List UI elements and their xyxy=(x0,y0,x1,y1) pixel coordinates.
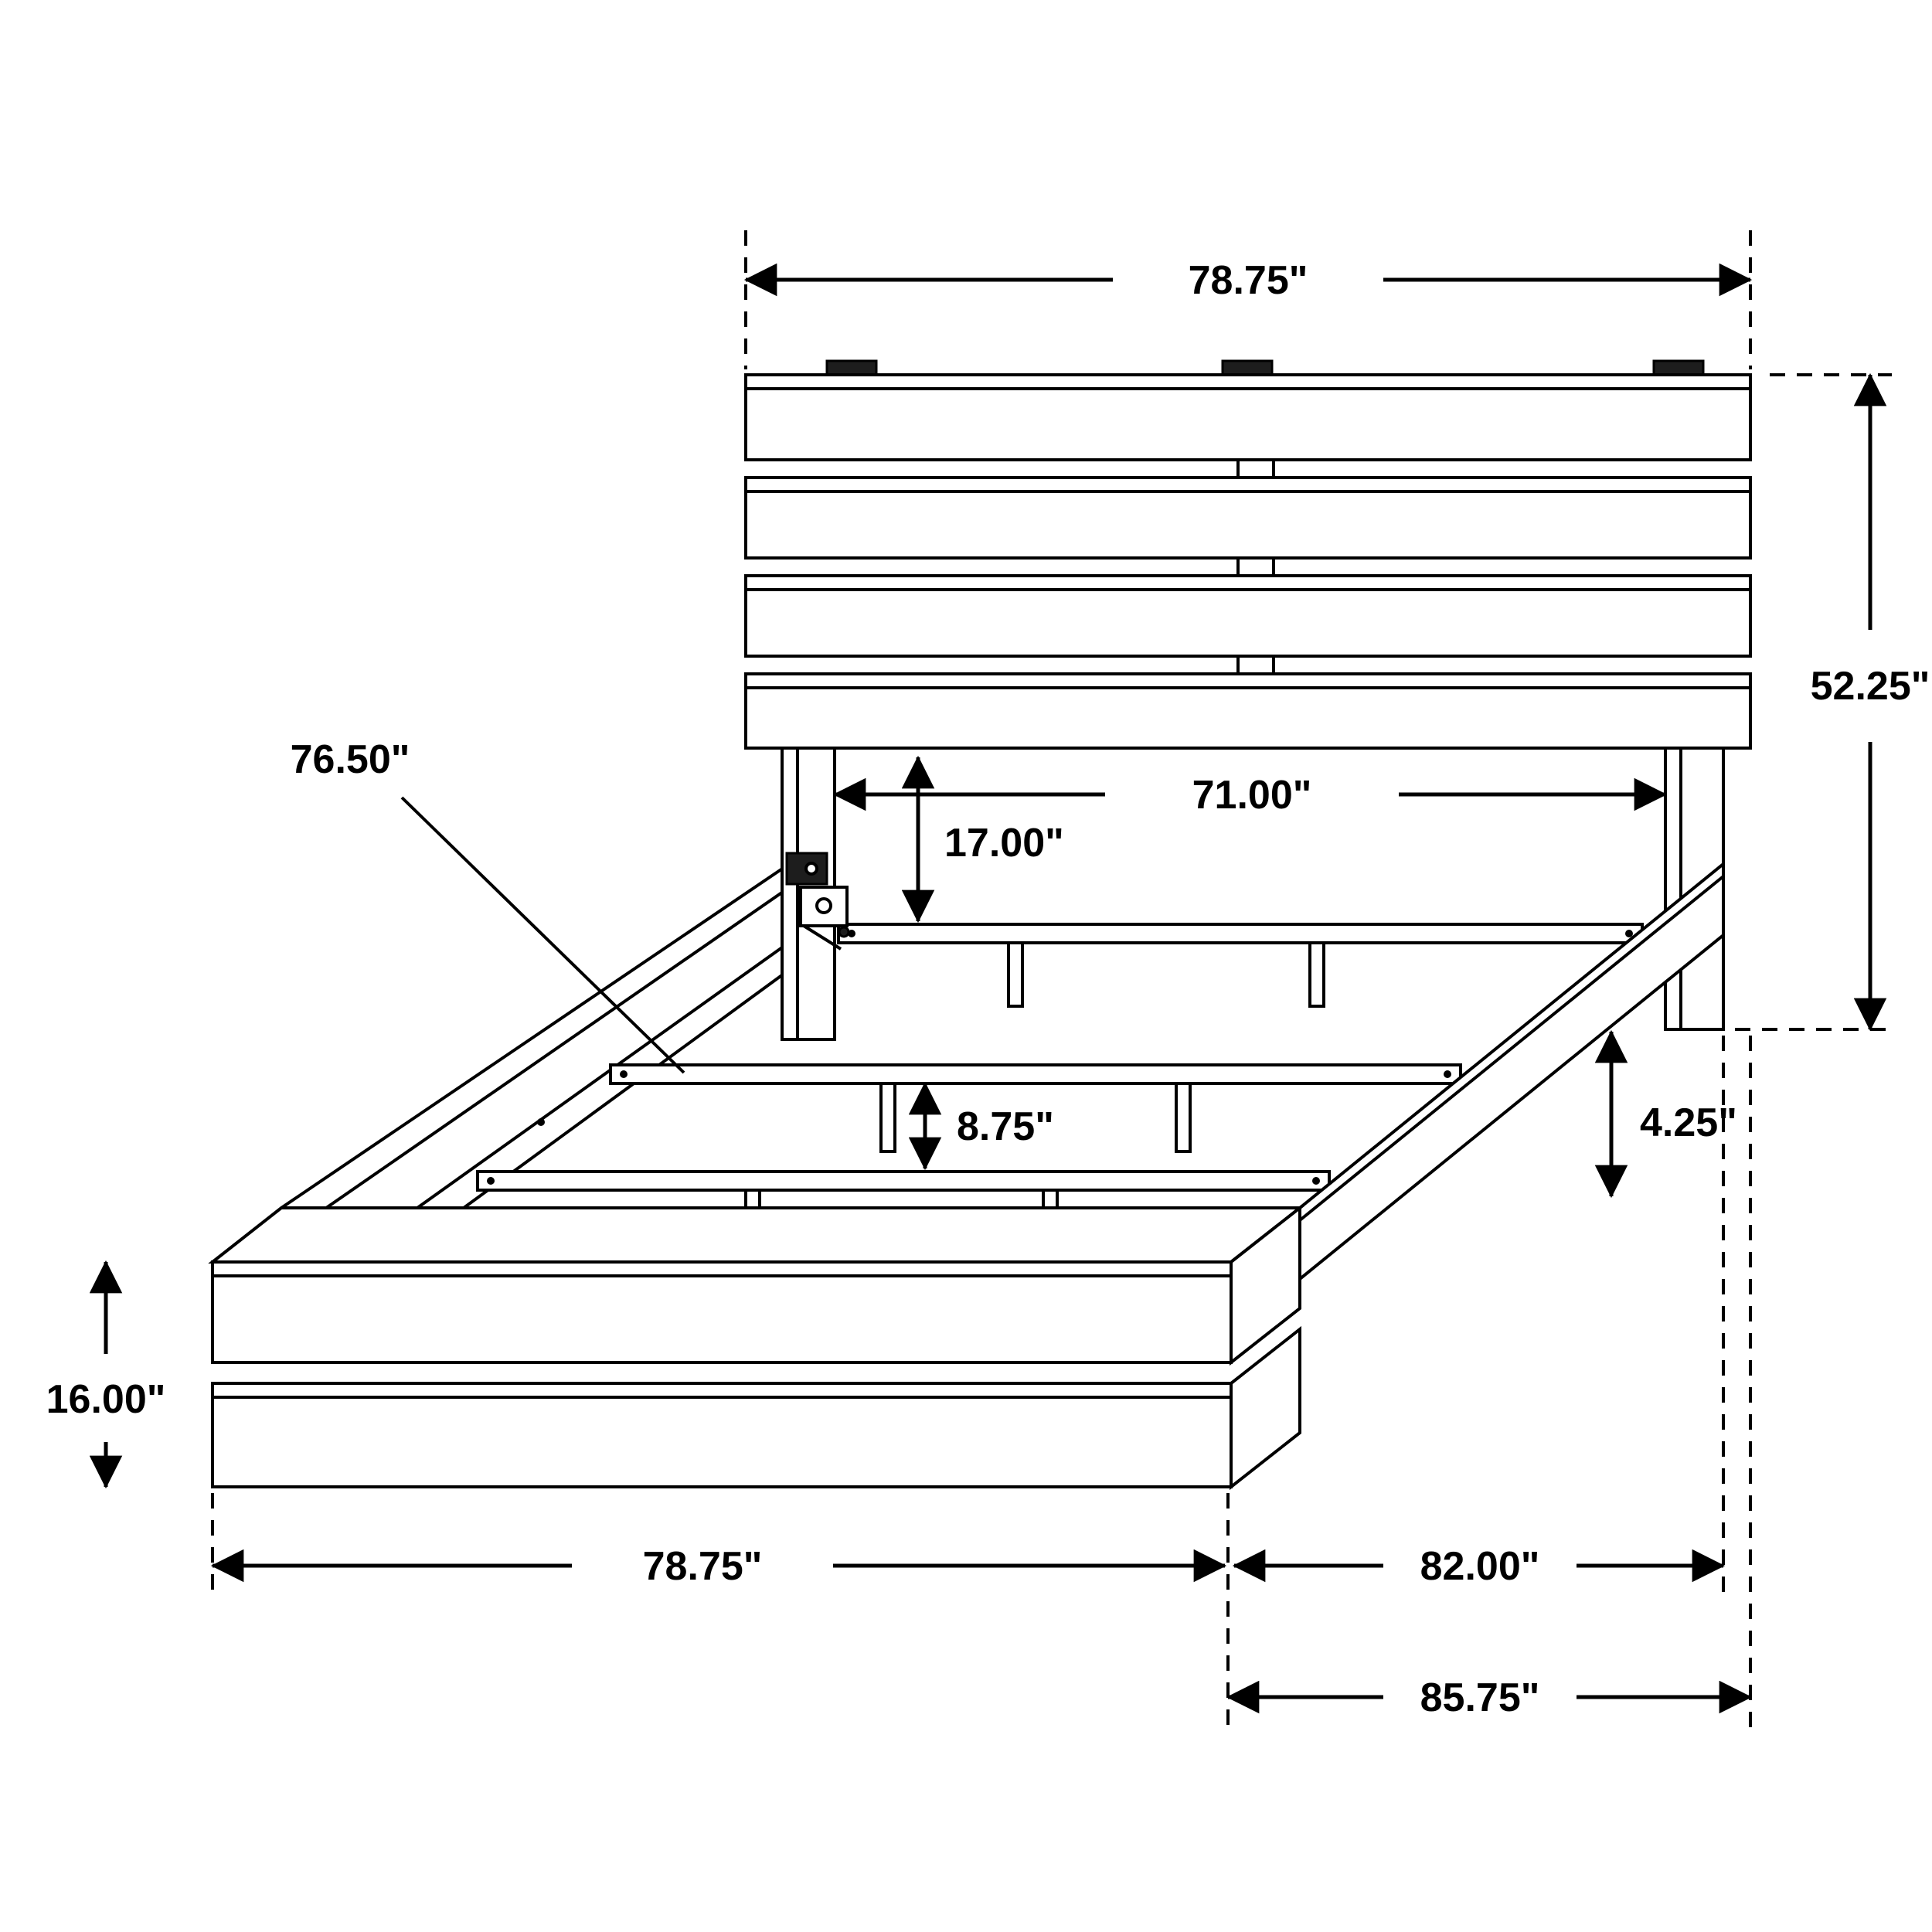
support-leg-height-label: 8.75" xyxy=(957,1104,1054,1149)
headboard-to-rail-label: 17.00" xyxy=(944,821,1064,866)
footboard-height-label: 16.00" xyxy=(46,1377,166,1422)
left-side-rail-lines xyxy=(280,855,836,1233)
dimension-headboard-height: 52.25" xyxy=(1735,372,1930,1032)
slat-rail-length-label: 76.50" xyxy=(291,737,410,782)
dimension-slat-rail-length: 76.50" xyxy=(291,737,685,1074)
dimension-support-leg-height: 8.75" xyxy=(908,1081,1054,1171)
slat-rail-middle xyxy=(609,1063,1462,1153)
dimension-headboard-to-rail: 17.00" xyxy=(901,755,1064,923)
dimension-rail-clearance: 4.25" xyxy=(1594,1029,1737,1199)
frame-length-label: 82.00" xyxy=(1420,1544,1540,1589)
footboard-width-label: 78.75" xyxy=(643,1544,763,1589)
dimension-footboard-height: 16.00" xyxy=(46,1260,166,1489)
headboard-top-bracket xyxy=(1652,359,1705,376)
footboard-upper-plank xyxy=(211,1260,1233,1364)
overall-length-label: 85.75" xyxy=(1420,1675,1540,1720)
dimension-frame-length: 82.00" xyxy=(1232,1036,1726,1596)
footboard-top-face xyxy=(208,1206,1304,1264)
rail-bracket-hardware xyxy=(785,852,850,951)
headboard-slats xyxy=(744,373,1752,750)
headboard-height-label: 52.25" xyxy=(1811,664,1930,709)
slat-rail-back xyxy=(837,923,1644,1008)
headboard-top-bracket xyxy=(1221,359,1274,376)
dimension-overall-length: 85.75" xyxy=(1226,1036,1753,1731)
headboard-top-bracket xyxy=(825,359,878,376)
footboard-lower-plank xyxy=(211,1382,1233,1488)
rail-clearance-label: 4.25" xyxy=(1640,1100,1737,1145)
dimension-inner-width: 71.00" xyxy=(832,773,1668,818)
dimension-footboard-width: 78.75" xyxy=(210,1493,1230,1731)
inner-width-label: 71.00" xyxy=(1192,773,1312,818)
headboard-width-top-label: 78.75" xyxy=(1189,258,1308,303)
footboard xyxy=(208,1204,1304,1491)
dimension-headboard-width: 78.75" xyxy=(743,230,1753,369)
